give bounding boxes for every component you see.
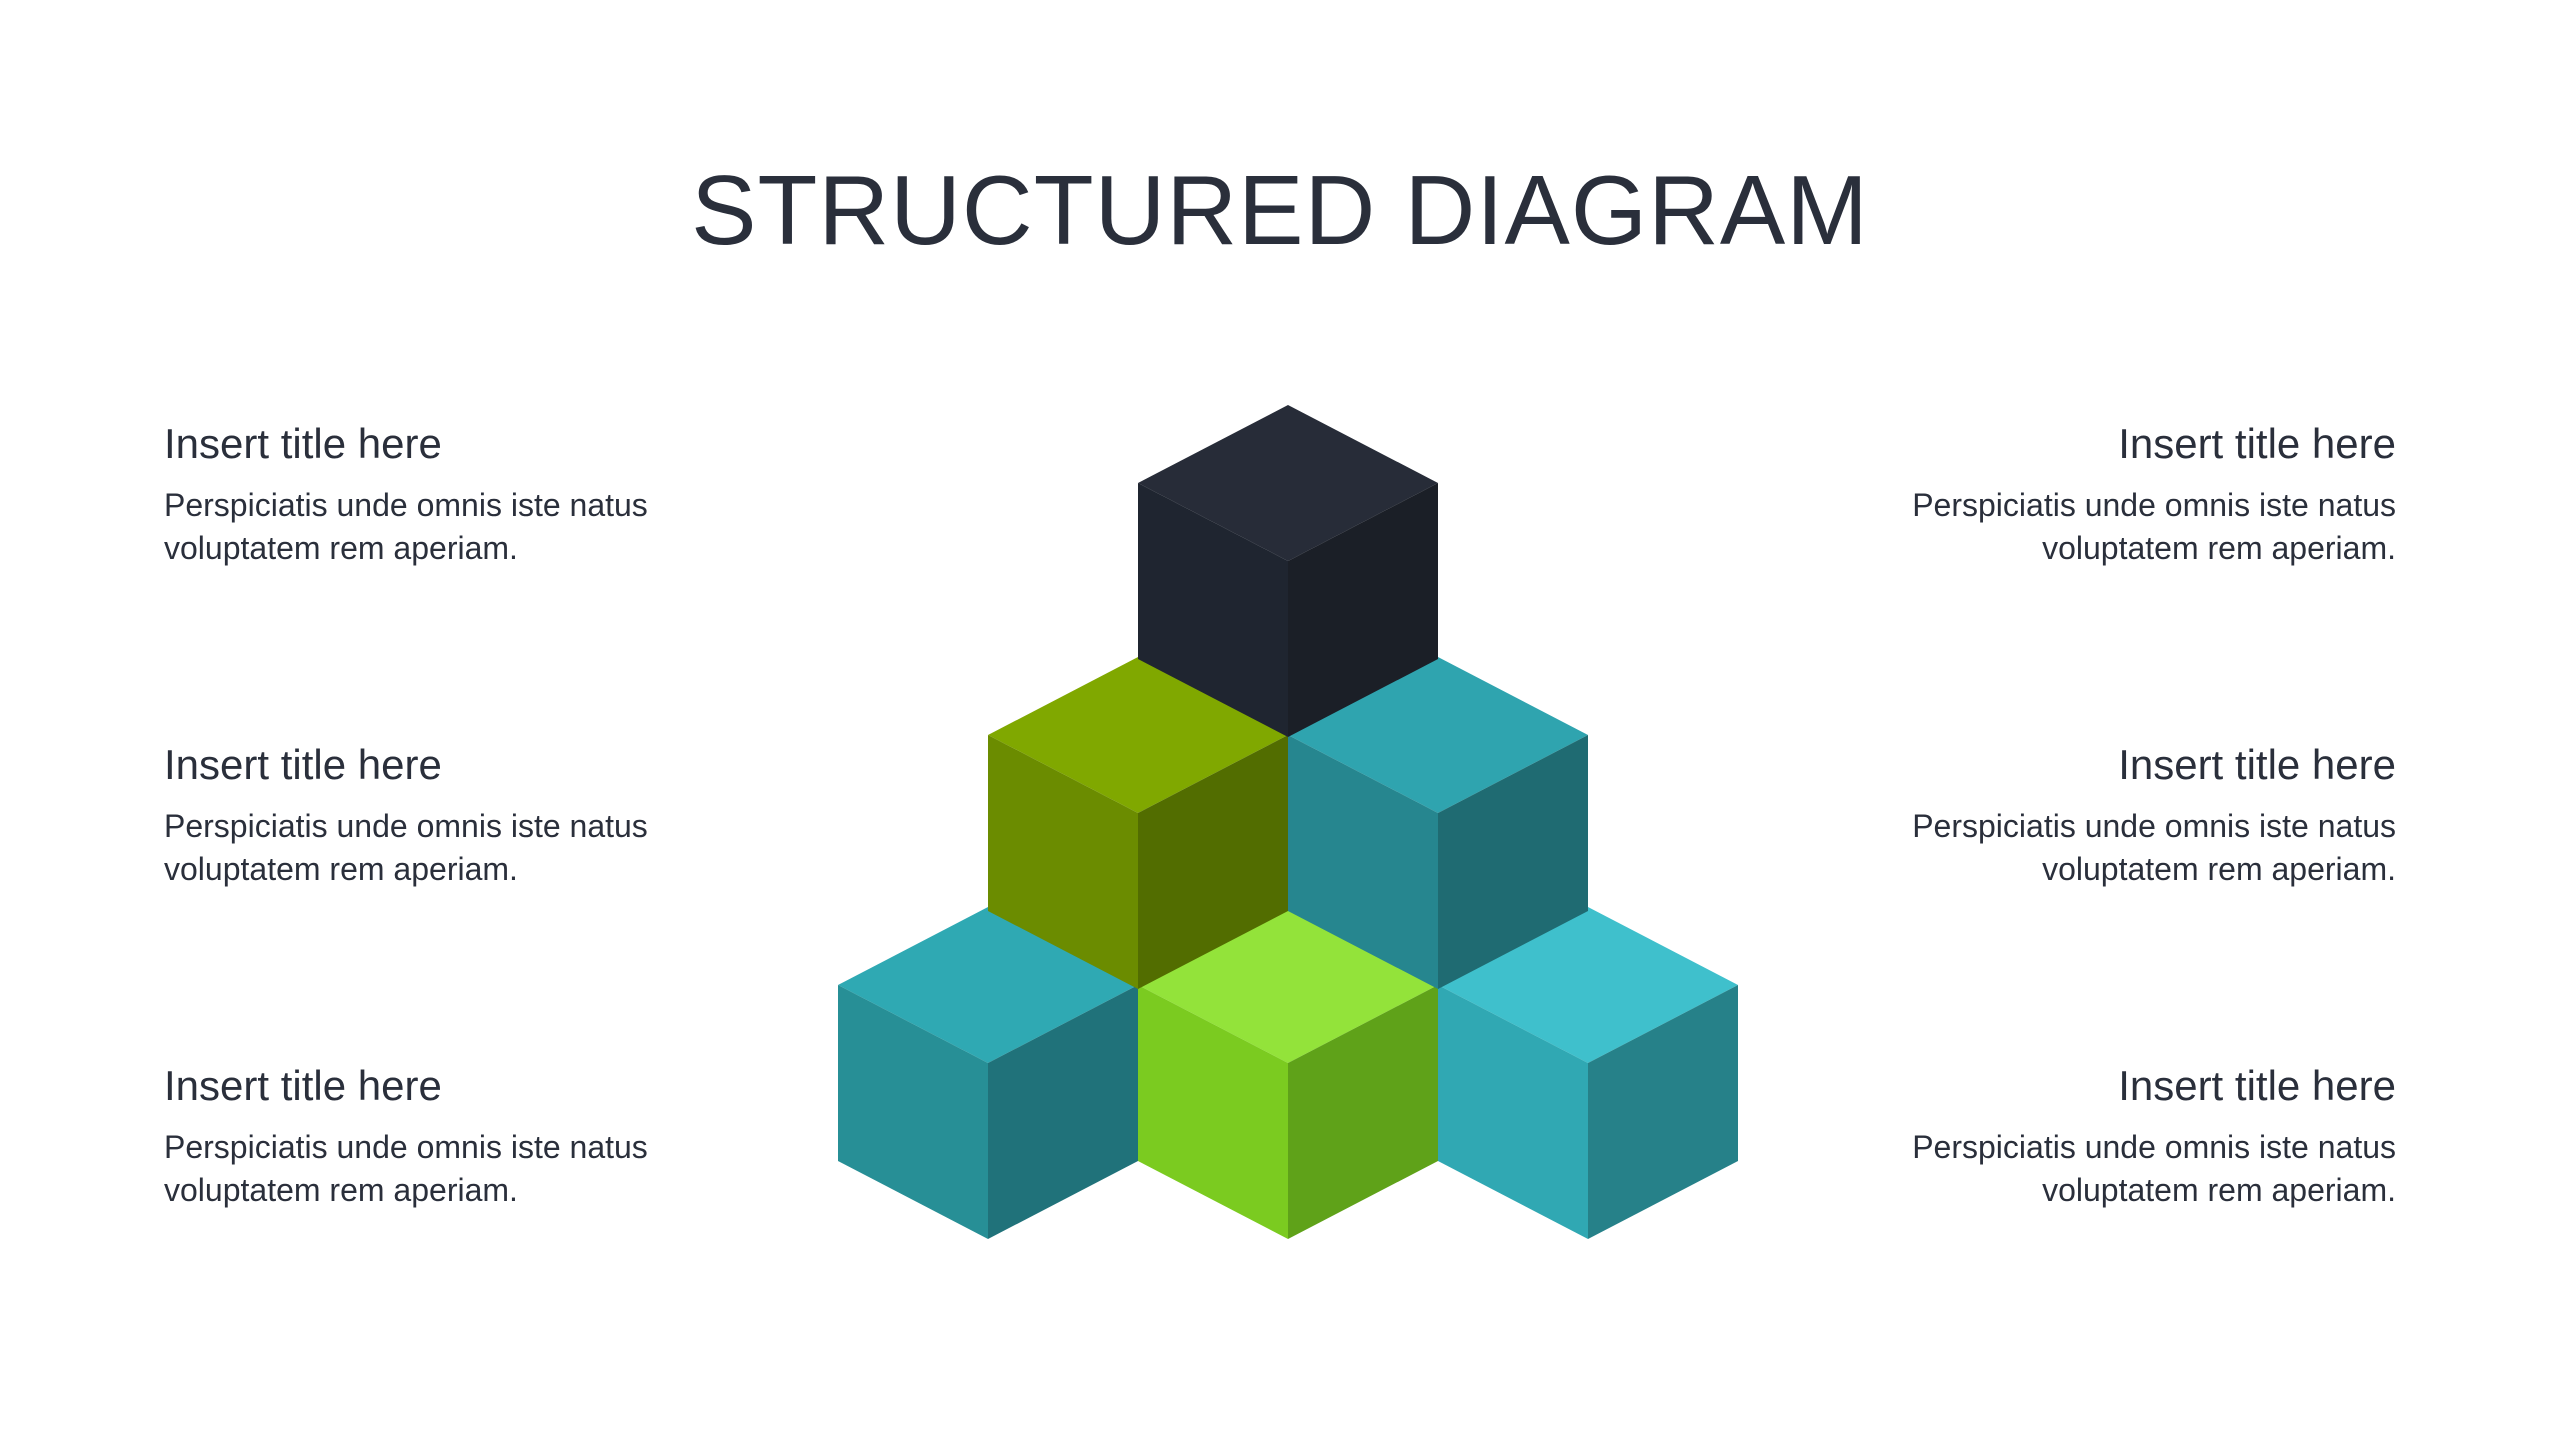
item-title: Insert title here: [2118, 741, 2396, 788]
cube-face-top: [988, 657, 1288, 813]
text-block-left-1: Insert title here Perspiciatis unde omni…: [164, 418, 724, 570]
slide-title: STRUCTURED DIAGRAM: [691, 155, 1869, 265]
cube-face-left: [1138, 985, 1288, 1239]
cube-face-top: [838, 907, 1138, 1063]
text-block-left-2: Insert title here Perspiciatis unde omni…: [164, 739, 724, 891]
cube-face-left: [988, 735, 1138, 989]
cube-face-left: [1438, 985, 1588, 1239]
item-description: Perspiciatis unde omnis iste natus volup…: [164, 808, 648, 887]
cube-face-top: [1288, 657, 1588, 813]
item-title: Insert title here: [164, 741, 442, 788]
cube-bottom-right: [1438, 907, 1738, 1239]
item-description: Perspiciatis unde omnis iste natus volup…: [164, 1129, 648, 1208]
cube-middle-left: [988, 657, 1288, 989]
cube-face-top: [1438, 907, 1738, 1063]
cube-face-right: [1588, 985, 1738, 1239]
cube-middle-right: [1288, 657, 1588, 989]
cube-face-top: [1138, 907, 1438, 1063]
cube-bottom-left: [838, 907, 1138, 1239]
item-title: Insert title here: [2118, 420, 2396, 467]
cube-face-right: [988, 985, 1138, 1239]
text-block-left-3: Insert title here Perspiciatis unde omni…: [164, 1060, 724, 1212]
item-description: Perspiciatis unde omnis iste natus volup…: [1912, 808, 2396, 887]
item-description: Perspiciatis unde omnis iste natus volup…: [164, 487, 648, 566]
item-title: Insert title here: [164, 420, 442, 467]
cube-face-left: [1138, 483, 1288, 737]
cube-face-right: [1288, 985, 1438, 1239]
cube-face-right: [1138, 735, 1288, 989]
text-block-right-2: Insert title here Perspiciatis unde omni…: [1836, 739, 2396, 891]
item-title: Insert title here: [2118, 1062, 2396, 1109]
cube-top: [1138, 405, 1438, 737]
cube-face-top: [1138, 405, 1438, 561]
cube-face-left: [838, 985, 988, 1239]
cube-face-right: [1438, 735, 1588, 989]
item-description: Perspiciatis unde omnis iste natus volup…: [1912, 487, 2396, 566]
cube-face-right: [1288, 483, 1438, 737]
text-block-right-1: Insert title here Perspiciatis unde omni…: [1836, 418, 2396, 570]
item-title: Insert title here: [164, 1062, 442, 1109]
cube-bottom-center: [1138, 907, 1438, 1239]
text-block-right-3: Insert title here Perspiciatis unde omni…: [1836, 1060, 2396, 1212]
cube-face-left: [1288, 735, 1438, 989]
item-description: Perspiciatis unde omnis iste natus volup…: [1912, 1129, 2396, 1208]
